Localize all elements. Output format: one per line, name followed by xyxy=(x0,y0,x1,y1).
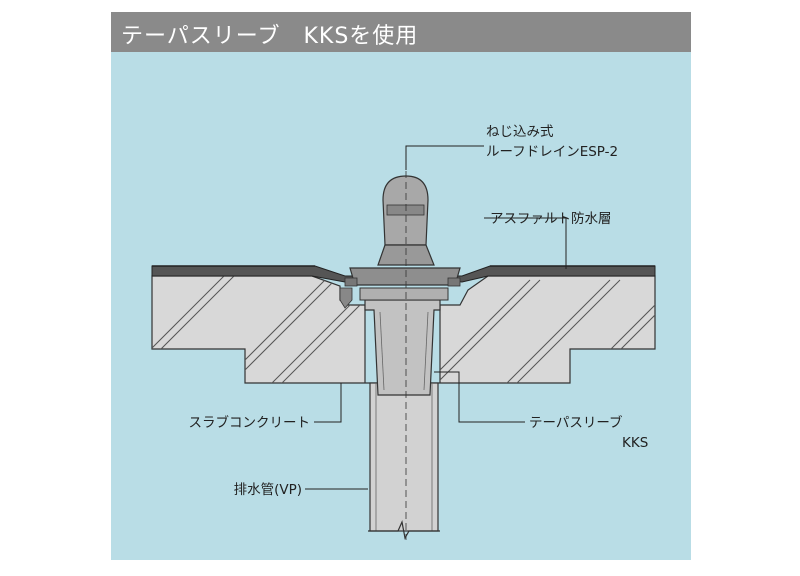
title-bar: テーパスリーブ KKSを使用 xyxy=(111,12,691,52)
leader-lines xyxy=(305,145,567,490)
label-pipe: 排水管(VP) xyxy=(234,482,302,498)
label-slab: スラブコンクリート xyxy=(189,414,311,431)
page-title: テーパスリーブ KKSを使用 xyxy=(121,24,419,49)
label-drain-line1: ねじ込み式 xyxy=(486,124,554,140)
drain-pipe xyxy=(368,382,440,540)
label-asphalt: アスファルト防水層 xyxy=(490,211,612,227)
label-drain-line2: ルーフドレインESP-2 xyxy=(486,144,618,160)
label-sleeve-line2: KKS xyxy=(622,435,648,451)
roof-drain xyxy=(339,175,461,309)
label-sleeve-line1: テーパスリーブ xyxy=(529,414,623,431)
asphalt-layer xyxy=(151,265,656,283)
taper-sleeve xyxy=(364,299,441,396)
